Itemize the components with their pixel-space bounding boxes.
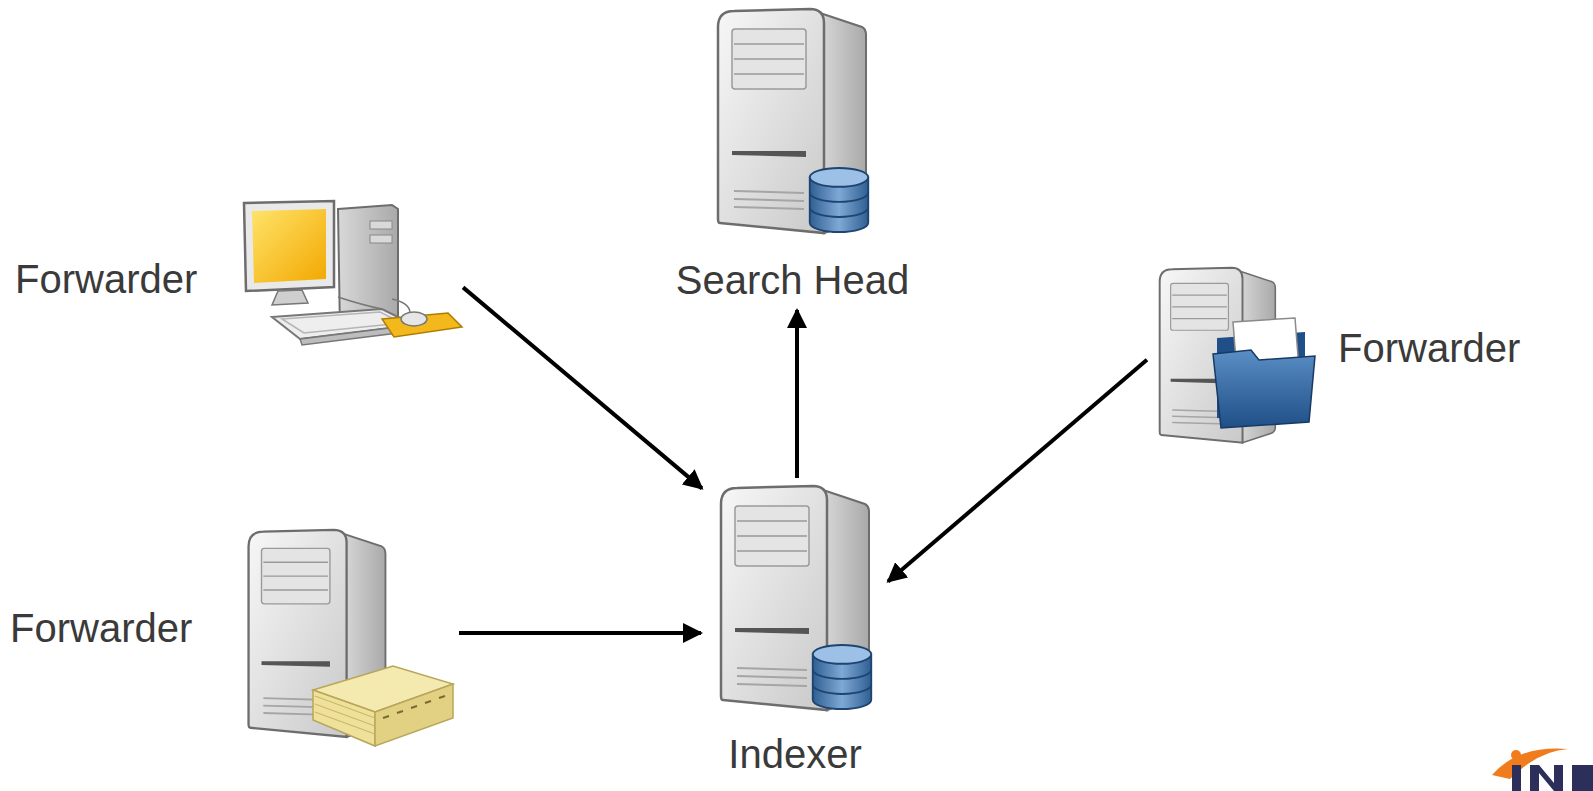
- data-flow-arrow: [459, 631, 701, 635]
- host-node: Search Head: [645, 5, 940, 306]
- server-icon: [715, 482, 875, 712]
- paper-icon: [243, 520, 458, 748]
- desktop-icon: [242, 199, 464, 371]
- node-label: Forwarder: [1338, 326, 1520, 370]
- host-node: Indexer: [705, 482, 885, 780]
- host-node: Forwarder: [5, 518, 455, 748]
- node-label: Forwarder: [10, 606, 192, 650]
- data-flow-arrow: [463, 287, 702, 488]
- server-icon: [712, 5, 872, 235]
- logo-mark: [1488, 735, 1593, 791]
- data-flow-arrow: [795, 310, 799, 478]
- node-label: Indexer: [705, 732, 885, 776]
- folder-icon: [1155, 262, 1320, 447]
- node-label: Search Head: [645, 258, 940, 302]
- node-label: Forwarder: [15, 257, 197, 301]
- host-node: Forwarder: [1150, 260, 1560, 448]
- data-flow-arrow: [888, 360, 1147, 582]
- host-node: Forwarder: [10, 195, 460, 373]
